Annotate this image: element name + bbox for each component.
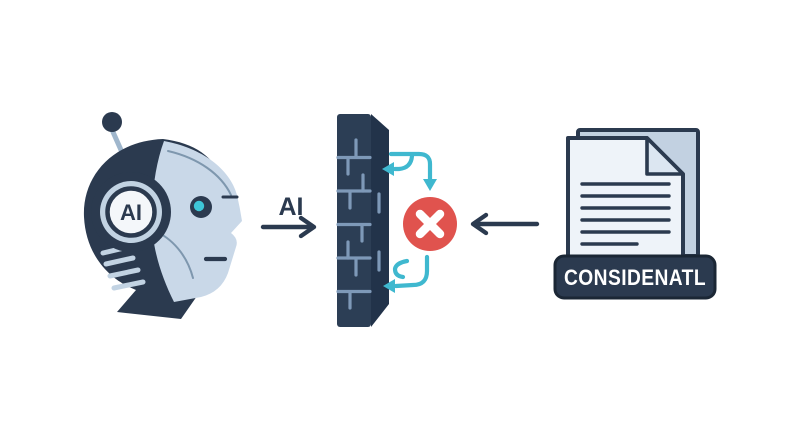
antenna-stem — [110, 129, 124, 153]
bounce-arrow-bottom-left-head-icon — [383, 279, 395, 293]
folded-corner-icon — [645, 136, 685, 176]
bounce-arrow-top-left-head-icon — [382, 162, 394, 176]
bounce-arrow-top-left — [392, 153, 415, 172]
bounce-arrow-down — [388, 151, 433, 183]
document-badge-label: CONSIDENATL — [564, 265, 706, 290]
documents: CONSIDENATL — [553, 128, 717, 300]
bounce-arrow-bottom-hook — [392, 258, 410, 280]
head-badge-label: AI — [120, 200, 142, 225]
antenna-ball-icon — [102, 112, 122, 132]
wall-side — [371, 114, 389, 327]
bounce-arrows — [382, 151, 437, 293]
document-badge — [553, 254, 717, 300]
flow-label-ai: AI — [279, 193, 304, 221]
brick-mortar-lines — [336, 138, 381, 310]
flow-arrow-left — [470, 212, 540, 236]
robot-head: AI — [83, 112, 242, 319]
wall-front — [337, 114, 371, 327]
eye-pupil — [193, 200, 205, 212]
bounce-arrow-bottom-left — [393, 254, 430, 289]
x-mark-icon — [415, 209, 445, 239]
neck-stripes — [100, 244, 146, 291]
bounce-arrow-down-head-icon — [423, 179, 437, 191]
firewall — [336, 114, 389, 327]
ai-badge-circle — [105, 186, 157, 238]
robot-face — [151, 141, 242, 302]
blocked-icon — [403, 197, 457, 251]
left-arrow-head-icon — [470, 212, 489, 236]
right-arrow-head-icon — [298, 215, 317, 239]
document-text-lines — [580, 182, 671, 246]
flow-arrow-right: AI — [260, 193, 317, 239]
